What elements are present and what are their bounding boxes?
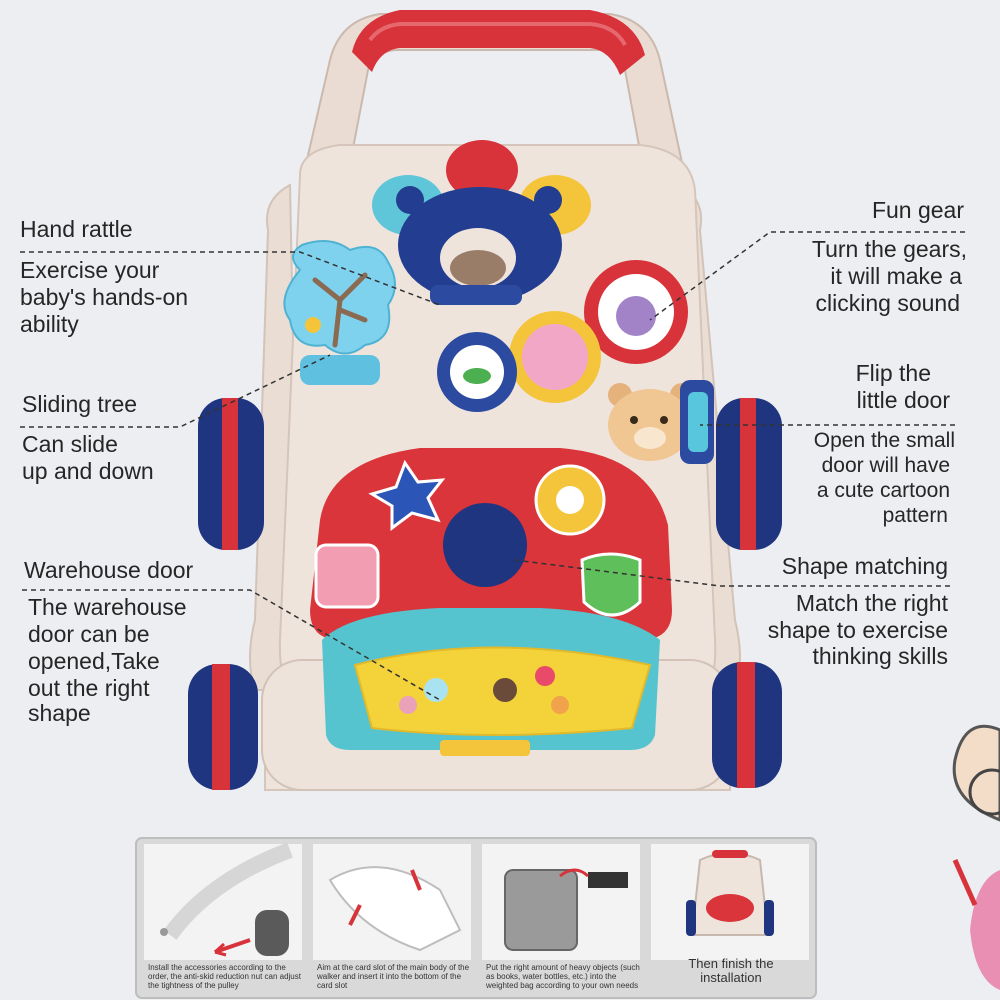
warehouse-door-desc-4: out the right — [28, 675, 150, 701]
fun-gear-desc-3: clicking sound — [815, 290, 960, 316]
sliding-tree-desc-1: Can slide — [22, 431, 118, 457]
step-2-illustration — [328, 866, 462, 952]
flip-door-title-1: Flip the — [855, 360, 931, 386]
step-4-caption: Then finish the installation — [688, 956, 774, 985]
step-1-illustration — [160, 842, 293, 957]
leader-hand-rattle — [20, 251, 441, 306]
step-1-caption: Install the accessories according to the… — [148, 963, 301, 990]
step-4-illustration — [686, 850, 774, 936]
rear-wheel-right — [716, 398, 782, 550]
fun-gear-desc-1: Turn the gears, — [811, 236, 967, 262]
hand-rattle-title: Hand rattle — [20, 216, 133, 242]
fun-gear-title: Fun gear — [871, 197, 964, 223]
shape-matching-desc-2: shape to exercise — [767, 617, 948, 643]
shape-matching-title: Shape matching — [781, 553, 948, 579]
front-wheel-left — [188, 664, 258, 790]
flip-door-desc-2: door will have — [821, 454, 950, 477]
step-3-illustration — [504, 868, 628, 951]
shape-matching-desc-1: Match the right — [795, 590, 948, 616]
shape-panel — [310, 448, 672, 640]
shape-matching-desc-3: thinking skills — [812, 643, 949, 669]
flip-door-title-2: little door — [856, 387, 950, 413]
handle-grip — [352, 10, 645, 75]
baby-walker — [188, 10, 782, 791]
warehouse-door-desc-5: shape — [28, 700, 91, 726]
hand-rattle — [372, 140, 591, 305]
step-3-caption: Put the right amount of heavy objects (s… — [486, 963, 640, 990]
leader-shape-matching — [514, 559, 950, 587]
flip-door-desc-4: pattern — [882, 504, 948, 527]
fun-gear-desc-2: it will make a — [830, 263, 962, 289]
sliding-tree-title: Sliding tree — [22, 391, 138, 417]
hand-rattle-desc-1: Exercise your — [20, 257, 160, 283]
fun-gears — [437, 260, 688, 412]
warehouse-door-desc-2: door can be — [28, 621, 150, 647]
leader-sliding-tree — [20, 354, 331, 428]
flip-door-desc-1: Open the small — [813, 429, 955, 452]
hand-rattle-desc-3: ability — [20, 311, 79, 337]
installation-strip — [135, 837, 817, 999]
flip-door — [608, 380, 714, 464]
leader-lines — [20, 231, 965, 701]
sliding-tree-desc-2: up and down — [22, 458, 154, 484]
warehouse-door-desc-3: opened,Take — [28, 648, 160, 674]
step-2-caption: Aim at the card slot of the main body of… — [317, 963, 470, 990]
leader-warehouse-door — [22, 589, 441, 701]
warehouse-door — [322, 608, 660, 756]
rear-wheel-left — [198, 398, 264, 550]
hand-rattle-desc-2: baby's hands-on — [20, 284, 189, 310]
leader-fun-gear — [649, 231, 965, 321]
front-wheel-right — [712, 662, 782, 788]
flip-door-desc-3: a cute cartoon — [816, 479, 950, 502]
warehouse-door-desc-1: The warehouse — [28, 594, 187, 620]
warehouse-door-title: Warehouse door — [24, 557, 194, 583]
cartoon-character — [952, 724, 1000, 990]
sliding-tree — [283, 240, 396, 385]
